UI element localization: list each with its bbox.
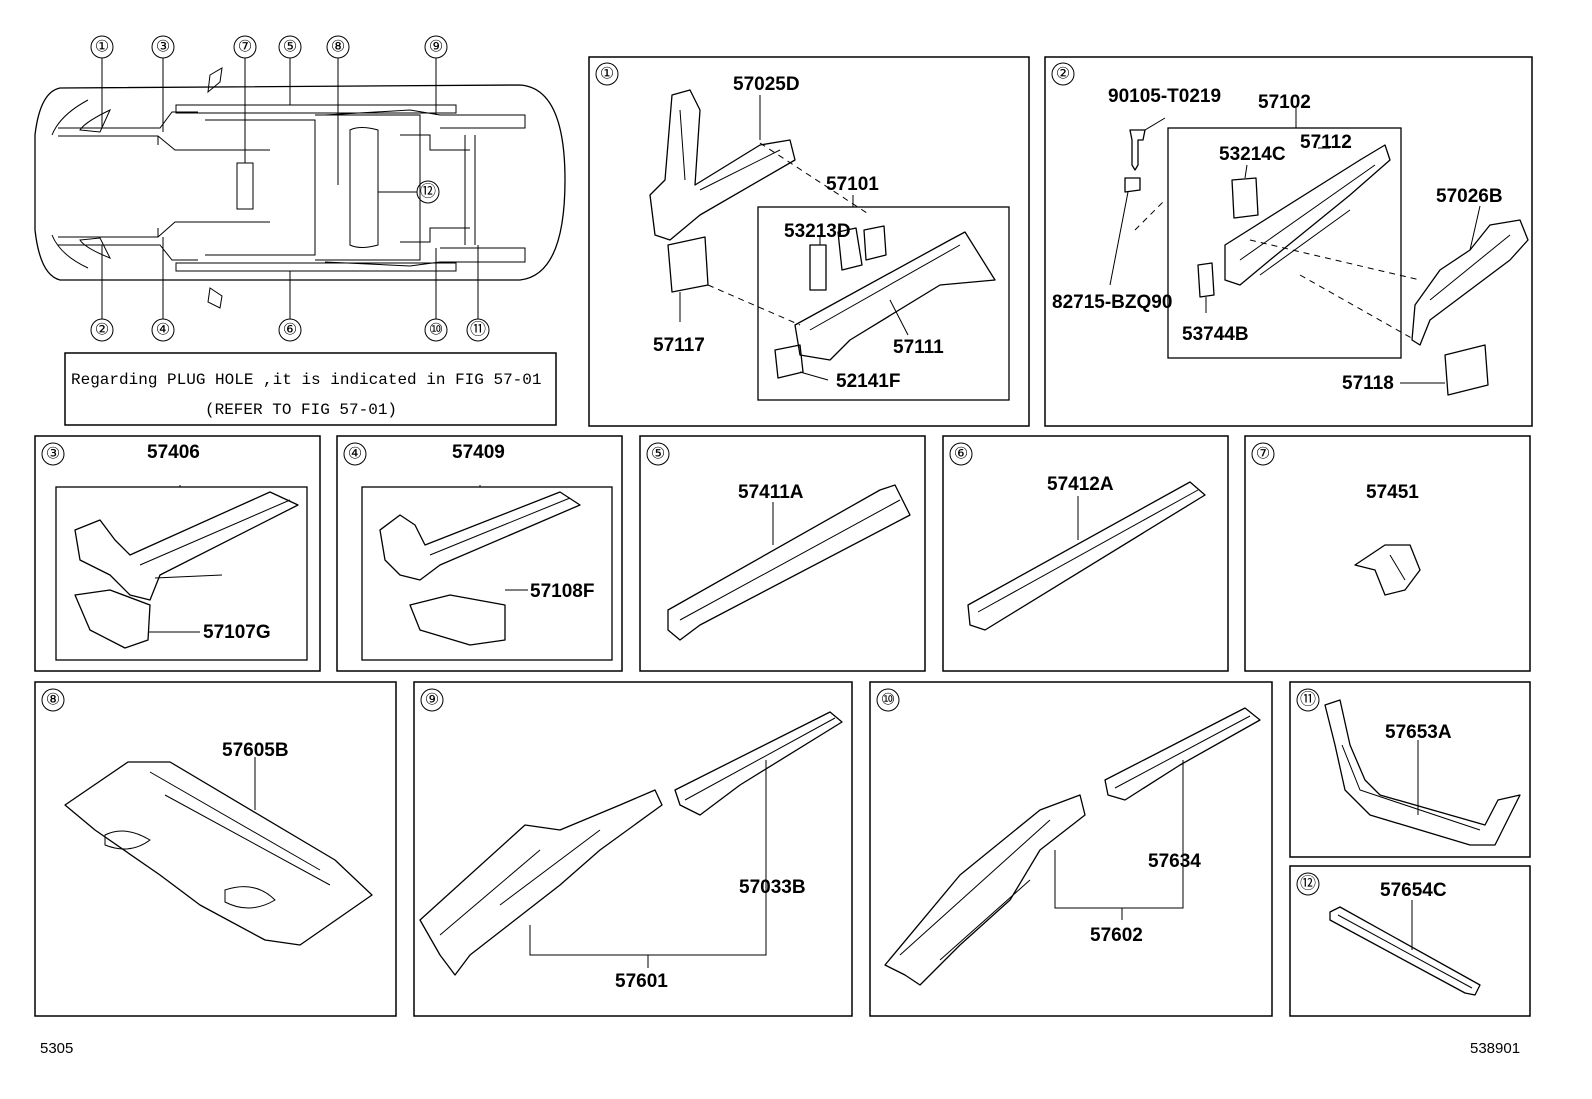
part-57601: 57601 (615, 971, 668, 992)
callout-9: ⑨ (429, 39, 443, 56)
footer-right: 538901 (1470, 1040, 1520, 1057)
panel-8-index: ⑧ (46, 692, 60, 709)
part-57117: 57117 (653, 335, 705, 356)
panel-3-index: ③ (46, 446, 60, 463)
panel-2-index: ② (1056, 66, 1070, 83)
part-57033B: 57033B (739, 877, 806, 898)
callout-5: ⑤ (283, 39, 297, 56)
callout-10: ⑩ (429, 322, 443, 339)
panel-4: ④ 57409 57108F (336, 435, 623, 672)
callout-12: ⑫ (420, 183, 436, 201)
panel-5-index: ⑤ (651, 446, 665, 463)
part-57107G: 57107G (203, 622, 271, 643)
plug-hole-note-box (64, 352, 557, 426)
callout-6: ⑥ (283, 322, 297, 339)
panel-6: ⑥ 57412A (942, 435, 1229, 672)
callout-7: ⑦ (238, 39, 252, 56)
panel-12: ⑫ 57654C (1289, 865, 1531, 1017)
part-57412A: 57412A (1047, 474, 1114, 495)
plug-hole-note: Regarding PLUG HOLE ,it is indicated in … (71, 371, 541, 389)
vehicle-overview: ① ③ ⑦ ⑤ ⑧ ⑨ ⑫ ② ④ ⑥ ⑩ ⑪ (34, 35, 566, 342)
panel-6-index: ⑥ (954, 446, 968, 463)
part-57634: 57634 (1148, 851, 1201, 872)
part-53213D: 53213D (784, 221, 851, 242)
panel-12-index: ⑫ (1300, 875, 1316, 893)
callout-8: ⑧ (331, 39, 345, 56)
part-57653A: 57653A (1385, 722, 1452, 743)
part-57108F: 57108F (530, 581, 594, 602)
part-82715-BZQ90: 82715-BZQ90 (1052, 292, 1172, 313)
part-57602: 57602 (1090, 925, 1143, 946)
part-57111: 57111 (893, 337, 944, 358)
panel-10: ⑩ 57634 57602 (869, 681, 1273, 1017)
panel-2: ② 90105-T0219 57102 53214C 57112 57026B … (1044, 56, 1533, 427)
overview-callouts-bottom: ② ④ ⑥ ⑩ ⑪ (90, 318, 490, 342)
callout-4: ④ (156, 322, 170, 339)
panel-4-index: ④ (348, 446, 362, 463)
part-53214C: 53214C (1219, 144, 1286, 165)
callout-1: ① (95, 39, 109, 56)
part-57451: 57451 (1366, 482, 1419, 503)
part-90105-T0219: 90105-T0219 (1108, 86, 1221, 107)
part-57605B: 57605B (222, 740, 289, 761)
part-57101: 57101 (826, 174, 879, 195)
panel-1: ① 57025D 57101 53213D 57117 57111 52141F (588, 56, 1030, 427)
panel-11: ⑪ 57653A (1289, 681, 1531, 858)
part-57118: 57118 (1342, 373, 1394, 394)
panel-7: ⑦ 57451 (1244, 435, 1531, 672)
footer-left: 5305 (40, 1040, 73, 1057)
overview-callouts-top: ① ③ ⑦ ⑤ ⑧ ⑨ (90, 35, 448, 59)
part-57025D: 57025D (733, 74, 800, 95)
panel-5: ⑤ 57411A (639, 435, 926, 672)
part-57409: 57409 (452, 442, 505, 463)
callout-11: ⑪ (470, 321, 486, 339)
panel-10-index: ⑩ (881, 692, 895, 709)
panel-9-index: ⑨ (425, 692, 439, 709)
panel-1-index: ① (600, 66, 614, 83)
part-57654C: 57654C (1380, 880, 1447, 901)
part-57026B: 57026B (1436, 186, 1503, 207)
panel-7-index: ⑦ (1256, 446, 1270, 463)
panel-3: ③ 57406 57107G (34, 435, 321, 672)
panel-11-index: ⑪ (1300, 691, 1316, 709)
part-52141F: 52141F (836, 371, 900, 392)
panel-8: ⑧ 57605B (34, 681, 397, 1017)
refer-note: (REFER TO FIG 57-01) (205, 401, 397, 419)
panel-9: ⑨ 57033B 57601 (413, 681, 853, 1017)
part-57102: 57102 (1258, 92, 1311, 113)
part-57406: 57406 (147, 442, 200, 463)
part-57112: 57112 (1300, 132, 1352, 153)
callout-2: ② (95, 322, 109, 339)
part-57411A: 57411A (738, 482, 804, 503)
part-53744B: 53744B (1182, 324, 1249, 345)
callout-3: ③ (156, 39, 170, 56)
